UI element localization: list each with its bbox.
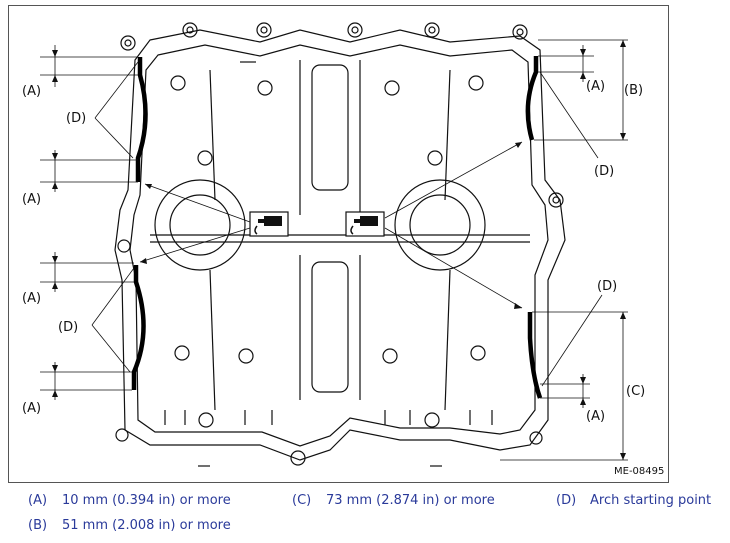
- legend-item-d: (D) Arch starting point: [556, 493, 711, 508]
- oil-pan-outline: [114, 22, 566, 467]
- sealant-tube-icon: [345, 211, 385, 237]
- sealant-bead-group: [131, 56, 543, 399]
- callout-c: (C): [626, 384, 645, 399]
- legend-key: (D): [556, 493, 577, 508]
- sealant-bead-lower-right: [527, 312, 543, 399]
- callout-a-lower-left-bottom: (A): [22, 401, 41, 416]
- sealant-bead-upper-right: [525, 56, 539, 141]
- legend-item-c: (C) 73 mm (2.874 in) or more: [292, 493, 495, 508]
- sealant-tube-icon: [249, 211, 289, 237]
- legend-text: 73 mm (2.874 in) or more: [326, 493, 495, 508]
- callout-b: (B): [624, 83, 643, 98]
- legend-key: (A): [28, 493, 48, 508]
- callout-a-upper-left-top: (A): [22, 84, 41, 99]
- legend-text: 51 mm (2.008 in) or more: [62, 518, 231, 533]
- legend-text: Arch starting point: [590, 493, 712, 508]
- legend-key: (C): [292, 493, 312, 508]
- callout-a-lower-left-top: (A): [22, 291, 41, 306]
- legend-item-a: (A) 10 mm (0.394 in) or more: [28, 493, 231, 508]
- callout-d-upper-left: (D): [66, 111, 86, 126]
- callout-a-upper-right: (A): [586, 79, 605, 94]
- callout-a-lower-right: (A): [586, 409, 605, 424]
- sealant-bead-upper-left: [135, 57, 148, 182]
- figure-id: ME-08495: [614, 466, 665, 477]
- callout-a-upper-left-bottom: (A): [22, 192, 41, 207]
- legend-key: (B): [28, 518, 48, 533]
- callout-d-lower-left: (D): [58, 320, 78, 335]
- callout-d-lower-right: (D): [597, 279, 617, 294]
- legend-item-b: (B) 51 mm (2.008 in) or more: [28, 518, 231, 533]
- sealant-bead-lower-left: [131, 265, 146, 390]
- arrowheads: [52, 40, 626, 460]
- legend-text: 10 mm (0.394 in) or more: [62, 493, 231, 508]
- callout-d-upper-right: (D): [594, 164, 614, 179]
